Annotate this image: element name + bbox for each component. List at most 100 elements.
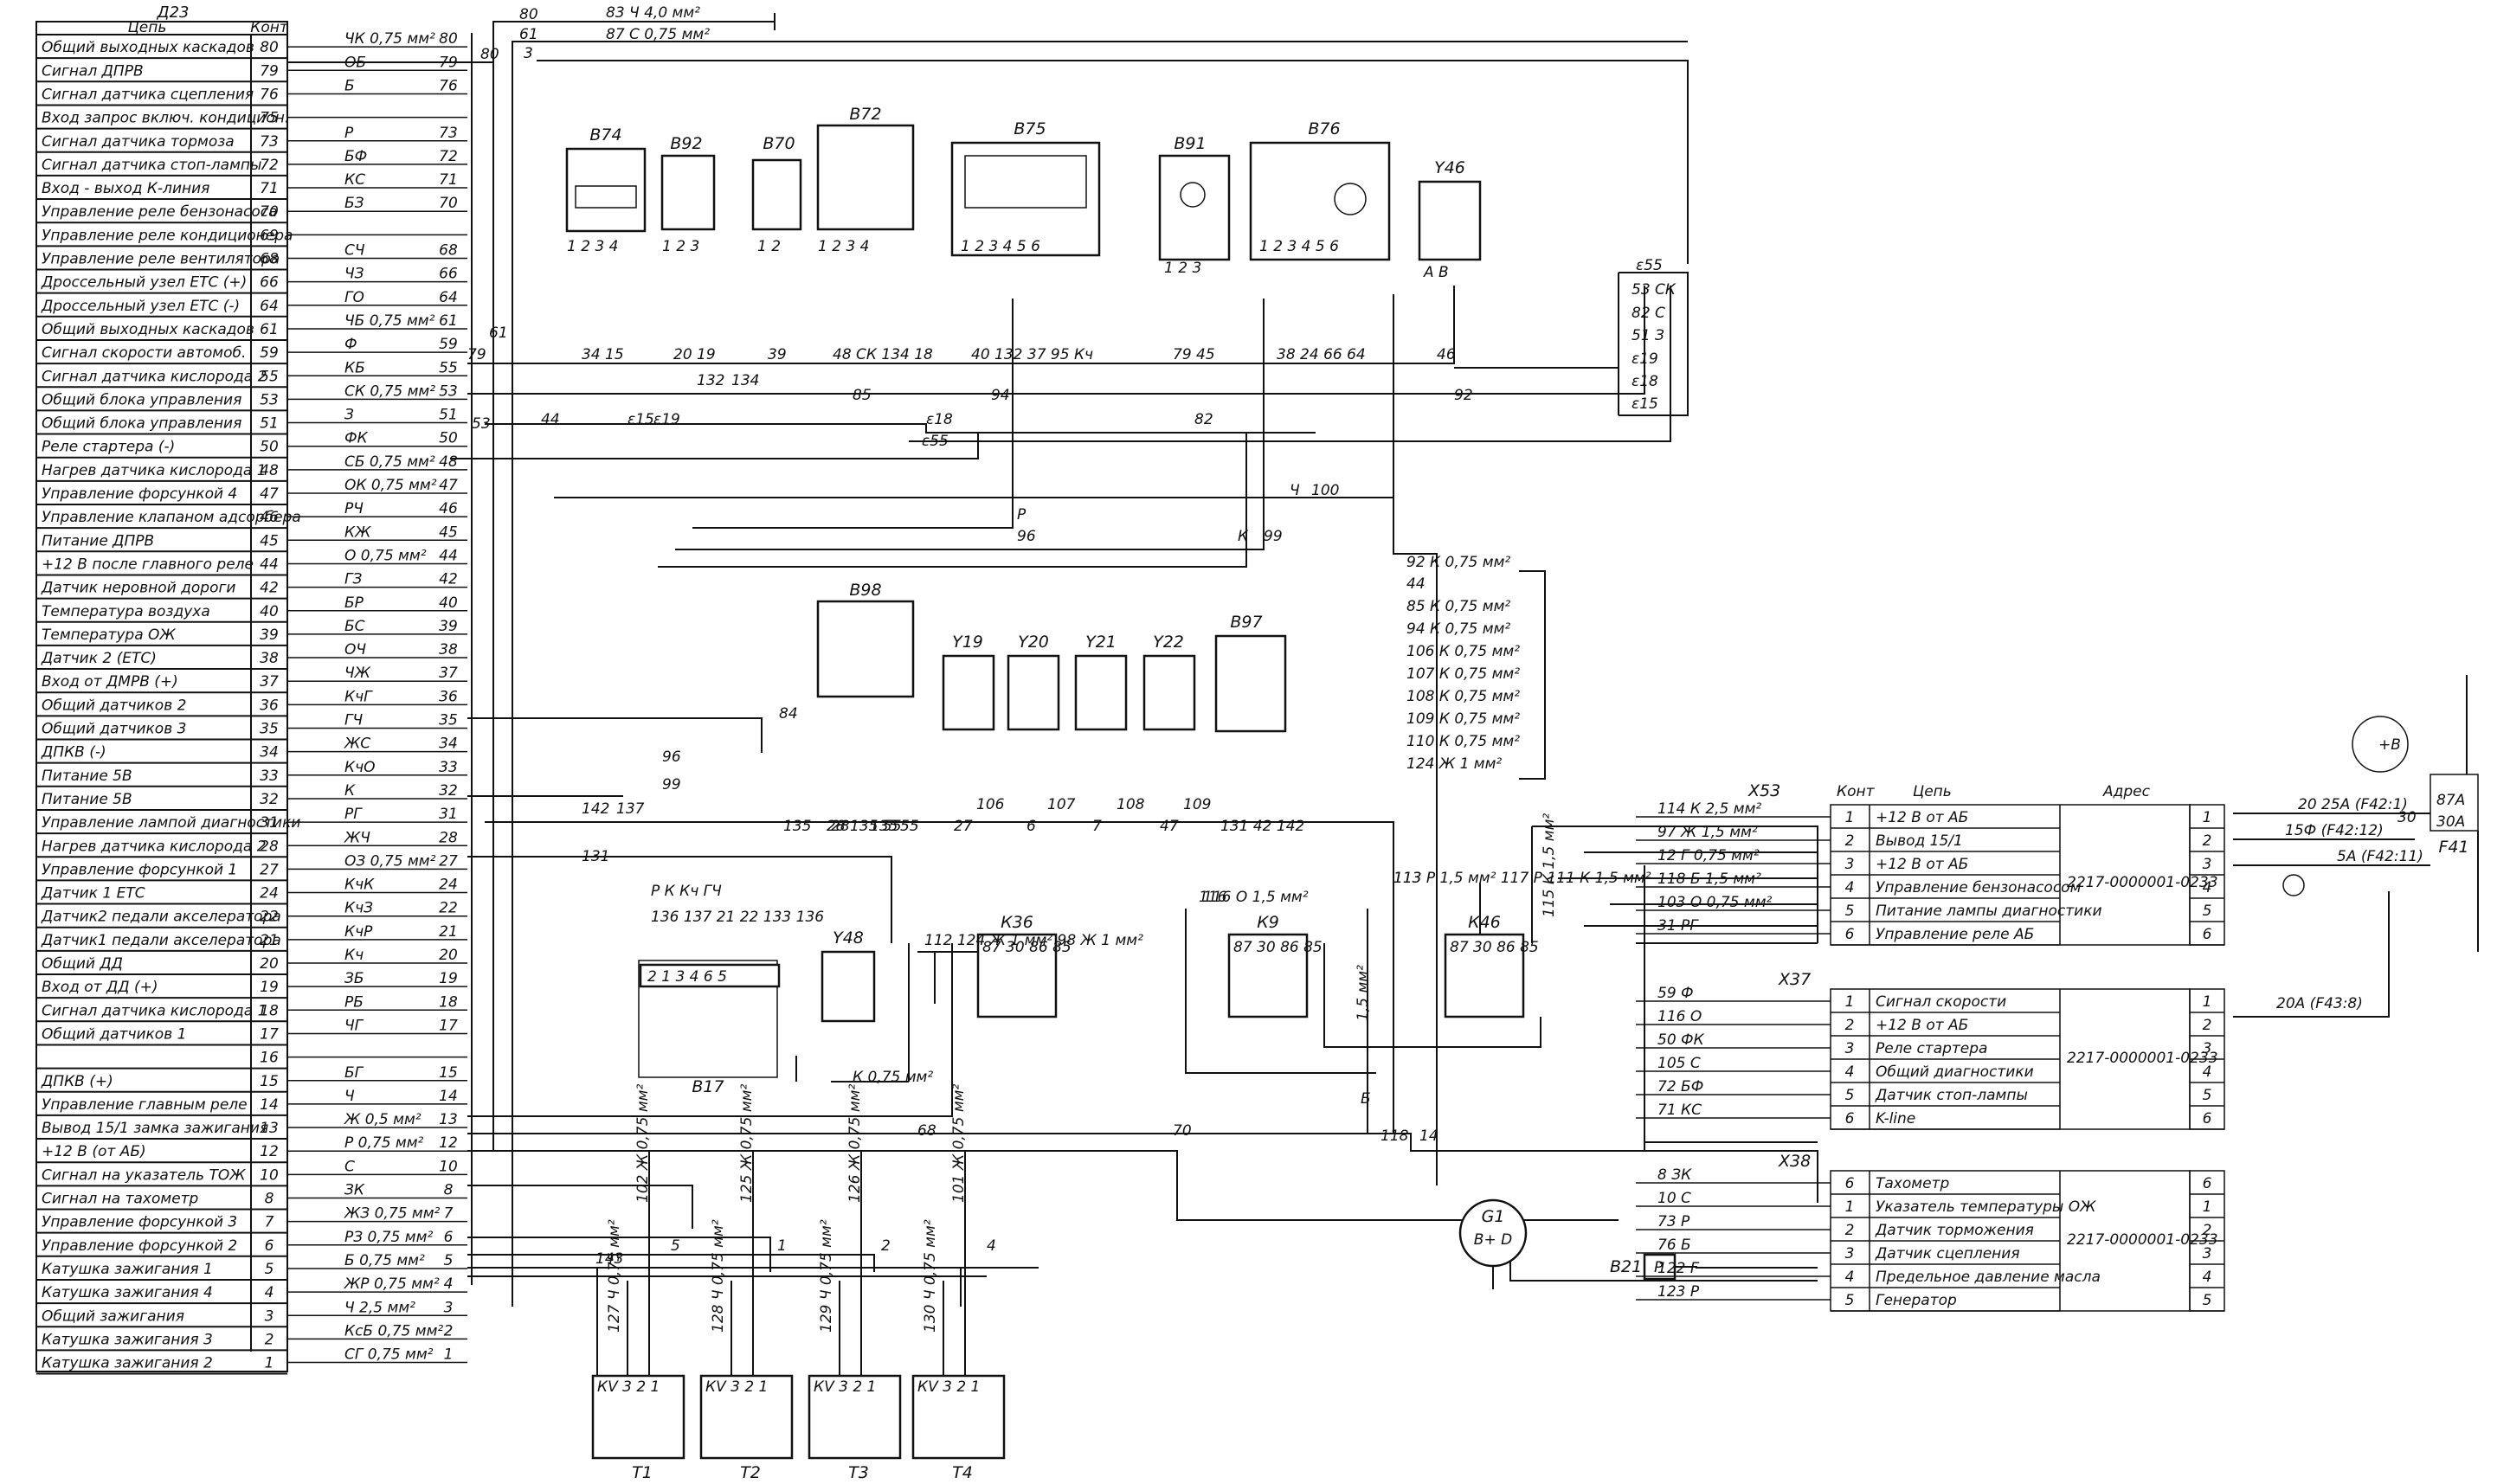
- ecu-row-pin: 19: [260, 979, 279, 996]
- ecu-head-circuit: Цепь: [128, 19, 167, 36]
- relay-pins: 87 30 86 85: [1233, 939, 1323, 956]
- ecu-wire-color: Ч: [344, 1088, 355, 1105]
- top-wire-87: 87 С 0,75 мм²: [606, 26, 710, 43]
- ecu-row-pin: 69: [260, 227, 279, 244]
- ecu-wire-color: ЖЧ: [344, 829, 370, 846]
- component-wires: 48 СК 134 18: [833, 346, 933, 363]
- ecu-row-circuit: Управление реле бензонасоса: [42, 203, 278, 221]
- k-bundle-label: 44: [1406, 575, 1426, 593]
- ecu-wire-number: 70: [439, 195, 458, 212]
- ecu-row-pin: 80: [260, 39, 279, 56]
- ecu-row-pin: 5: [265, 1261, 274, 1278]
- connector-wire-label: 59 Ф: [1657, 985, 1694, 1002]
- ecu-row-circuit: Питание 5В: [42, 768, 132, 785]
- ecu-wire-color: С: [344, 1158, 355, 1175]
- ecu-row-circuit: Вход от ДМРВ (+): [42, 673, 178, 691]
- ecu-wire-color: ЗБ: [344, 970, 364, 987]
- ecu-wire-number: 42: [439, 571, 458, 588]
- valve-y46: Y46 А В 46: [1418, 158, 1482, 363]
- connector-pin: 3: [1845, 1245, 1855, 1262]
- coil-pins: КV 3 2 1: [705, 1378, 768, 1396]
- component-wires: 20 19: [673, 346, 716, 363]
- ecu-row-circuit: Катушка зажигания 2: [42, 1355, 213, 1372]
- connector-wire-label: 114 К 2,5 мм²: [1657, 800, 1761, 818]
- sensor-b76: В76 1 2 3 4 5 6 38 24 66 64: [1249, 119, 1391, 363]
- connector-wire-label: 116 О: [1657, 1008, 1702, 1025]
- sensor-b21: В21 Р: [1610, 1253, 1818, 1281]
- splice-row: 51 З: [1632, 327, 1664, 344]
- connector-num: 1: [2203, 1198, 2212, 1216]
- ecu-row-circuit: ДПКВ (+): [41, 1073, 113, 1090]
- pedal-sensor-b17: 2 1 3 4 6 5 136 137 21 22 133 136 Р К Кч…: [638, 883, 824, 1096]
- ecu-wire-color: РГ: [344, 806, 363, 823]
- connector-wire-label: 12 Г 0,75 мм²: [1657, 847, 1760, 864]
- component-wires: 106: [976, 796, 1005, 813]
- k-bundle-label: 94 К 0,75 мм²: [1406, 620, 1510, 638]
- ecu-wire-number: 7: [444, 1205, 454, 1223]
- ecu-wire-color: КчГ: [344, 688, 373, 705]
- coil-wire-label: 127 Ч 0,75 мм²: [606, 1219, 623, 1333]
- wire-80: [287, 21, 537, 63]
- ecu-row-pin: 75: [260, 110, 279, 127]
- component-wires: 39: [768, 346, 787, 363]
- ecu-wire-number: 32: [439, 782, 458, 800]
- connector-circuit: Управление реле АБ: [1876, 926, 2034, 943]
- ecu-wire-number: 66: [439, 266, 458, 283]
- ecu-row-circuit: Управление реле кондиционера: [42, 227, 293, 244]
- bus-label-94: 94: [991, 387, 1010, 404]
- ecu-row-circuit: Сигнал на тахометр: [42, 1191, 199, 1208]
- connector-num: 2: [2203, 1222, 2212, 1239]
- ecu-row-circuit: Сигнал на указатель ТОЖ: [42, 1166, 246, 1184]
- ecu-row-pin: 55: [260, 368, 279, 385]
- coil-bus-label: 2: [881, 1237, 891, 1255]
- ecu-wire-color: Б: [344, 77, 355, 94]
- ecu-wire-color: К: [344, 782, 356, 800]
- ecu-row-pin: 33: [260, 768, 279, 785]
- connector-num: 4: [2203, 1269, 2212, 1286]
- ecu-row-pin: 4: [265, 1284, 274, 1301]
- splice-row: ε15: [1632, 395, 1658, 413]
- ecu-row-pin: 24: [260, 885, 279, 903]
- ecu-wire-number: 38: [439, 641, 458, 658]
- ecu-row-pin: 20: [260, 955, 279, 973]
- component-wires: К 0,75 мм²: [853, 1069, 933, 1086]
- ecu-wire-color: Ф: [344, 336, 357, 353]
- b17-wires: 136 137 21 22 133 136: [651, 909, 824, 926]
- ecu-table-frame: [35, 21, 288, 1372]
- ecu-row-circuit: Катушка зажигания 4: [42, 1284, 213, 1301]
- wire-3: [537, 60, 1689, 264]
- bus-label-79: 79: [467, 346, 486, 363]
- ecu-row-circuit: Катушка зажигания 1: [42, 1261, 213, 1278]
- connector-wire-label: 105 С: [1657, 1055, 1701, 1072]
- generator-pins: В+ D: [1474, 1231, 1512, 1249]
- coil-t2: КV 3 2 1 Т2: [699, 1374, 794, 1482]
- fusebox-body: [2430, 774, 2479, 832]
- ecu-row-circuit: Управление реле вентилятора: [42, 251, 280, 268]
- relay-body: [1227, 933, 1309, 1018]
- bus-label-P: Р: [1017, 506, 1027, 524]
- connector-pin: 4: [1845, 1063, 1855, 1081]
- ecu-row-circuit: Общий датчиков 2: [42, 697, 186, 714]
- connector-num: 3: [2203, 856, 2212, 873]
- ecu-row-circuit: Управление форсункой 3: [42, 1214, 237, 1231]
- component-wires: 107: [1047, 796, 1076, 813]
- ecu-row-pin: 51: [260, 415, 279, 433]
- ecu-wire-color: БР: [344, 594, 364, 612]
- ecu-wire-color: РБ: [344, 993, 364, 1011]
- bus-label-134: 134: [731, 372, 759, 389]
- ecu-wire-number: 73: [439, 125, 458, 142]
- ecu-row-pin: 8: [265, 1191, 274, 1208]
- connector-circuit: Питание лампы диагностики: [1876, 903, 2102, 920]
- ecu-wire-color: Б 0,75 мм²: [344, 1252, 425, 1269]
- ecu-wire-color: КчО: [344, 759, 376, 776]
- bus-635: [675, 299, 1265, 550]
- ecu-row-pin: 14: [260, 1096, 279, 1114]
- ecu-row-pin: 76: [260, 86, 279, 103]
- bus-label-e15: ε15: [628, 411, 654, 428]
- connector-num: 5: [2203, 903, 2212, 920]
- ecu-wire-number: 59: [439, 336, 458, 353]
- connector-wire-label: 123 Р: [1657, 1283, 1700, 1301]
- ecu-wire-color: БЗ: [344, 195, 364, 212]
- ecu-wire-number: 20: [439, 947, 458, 964]
